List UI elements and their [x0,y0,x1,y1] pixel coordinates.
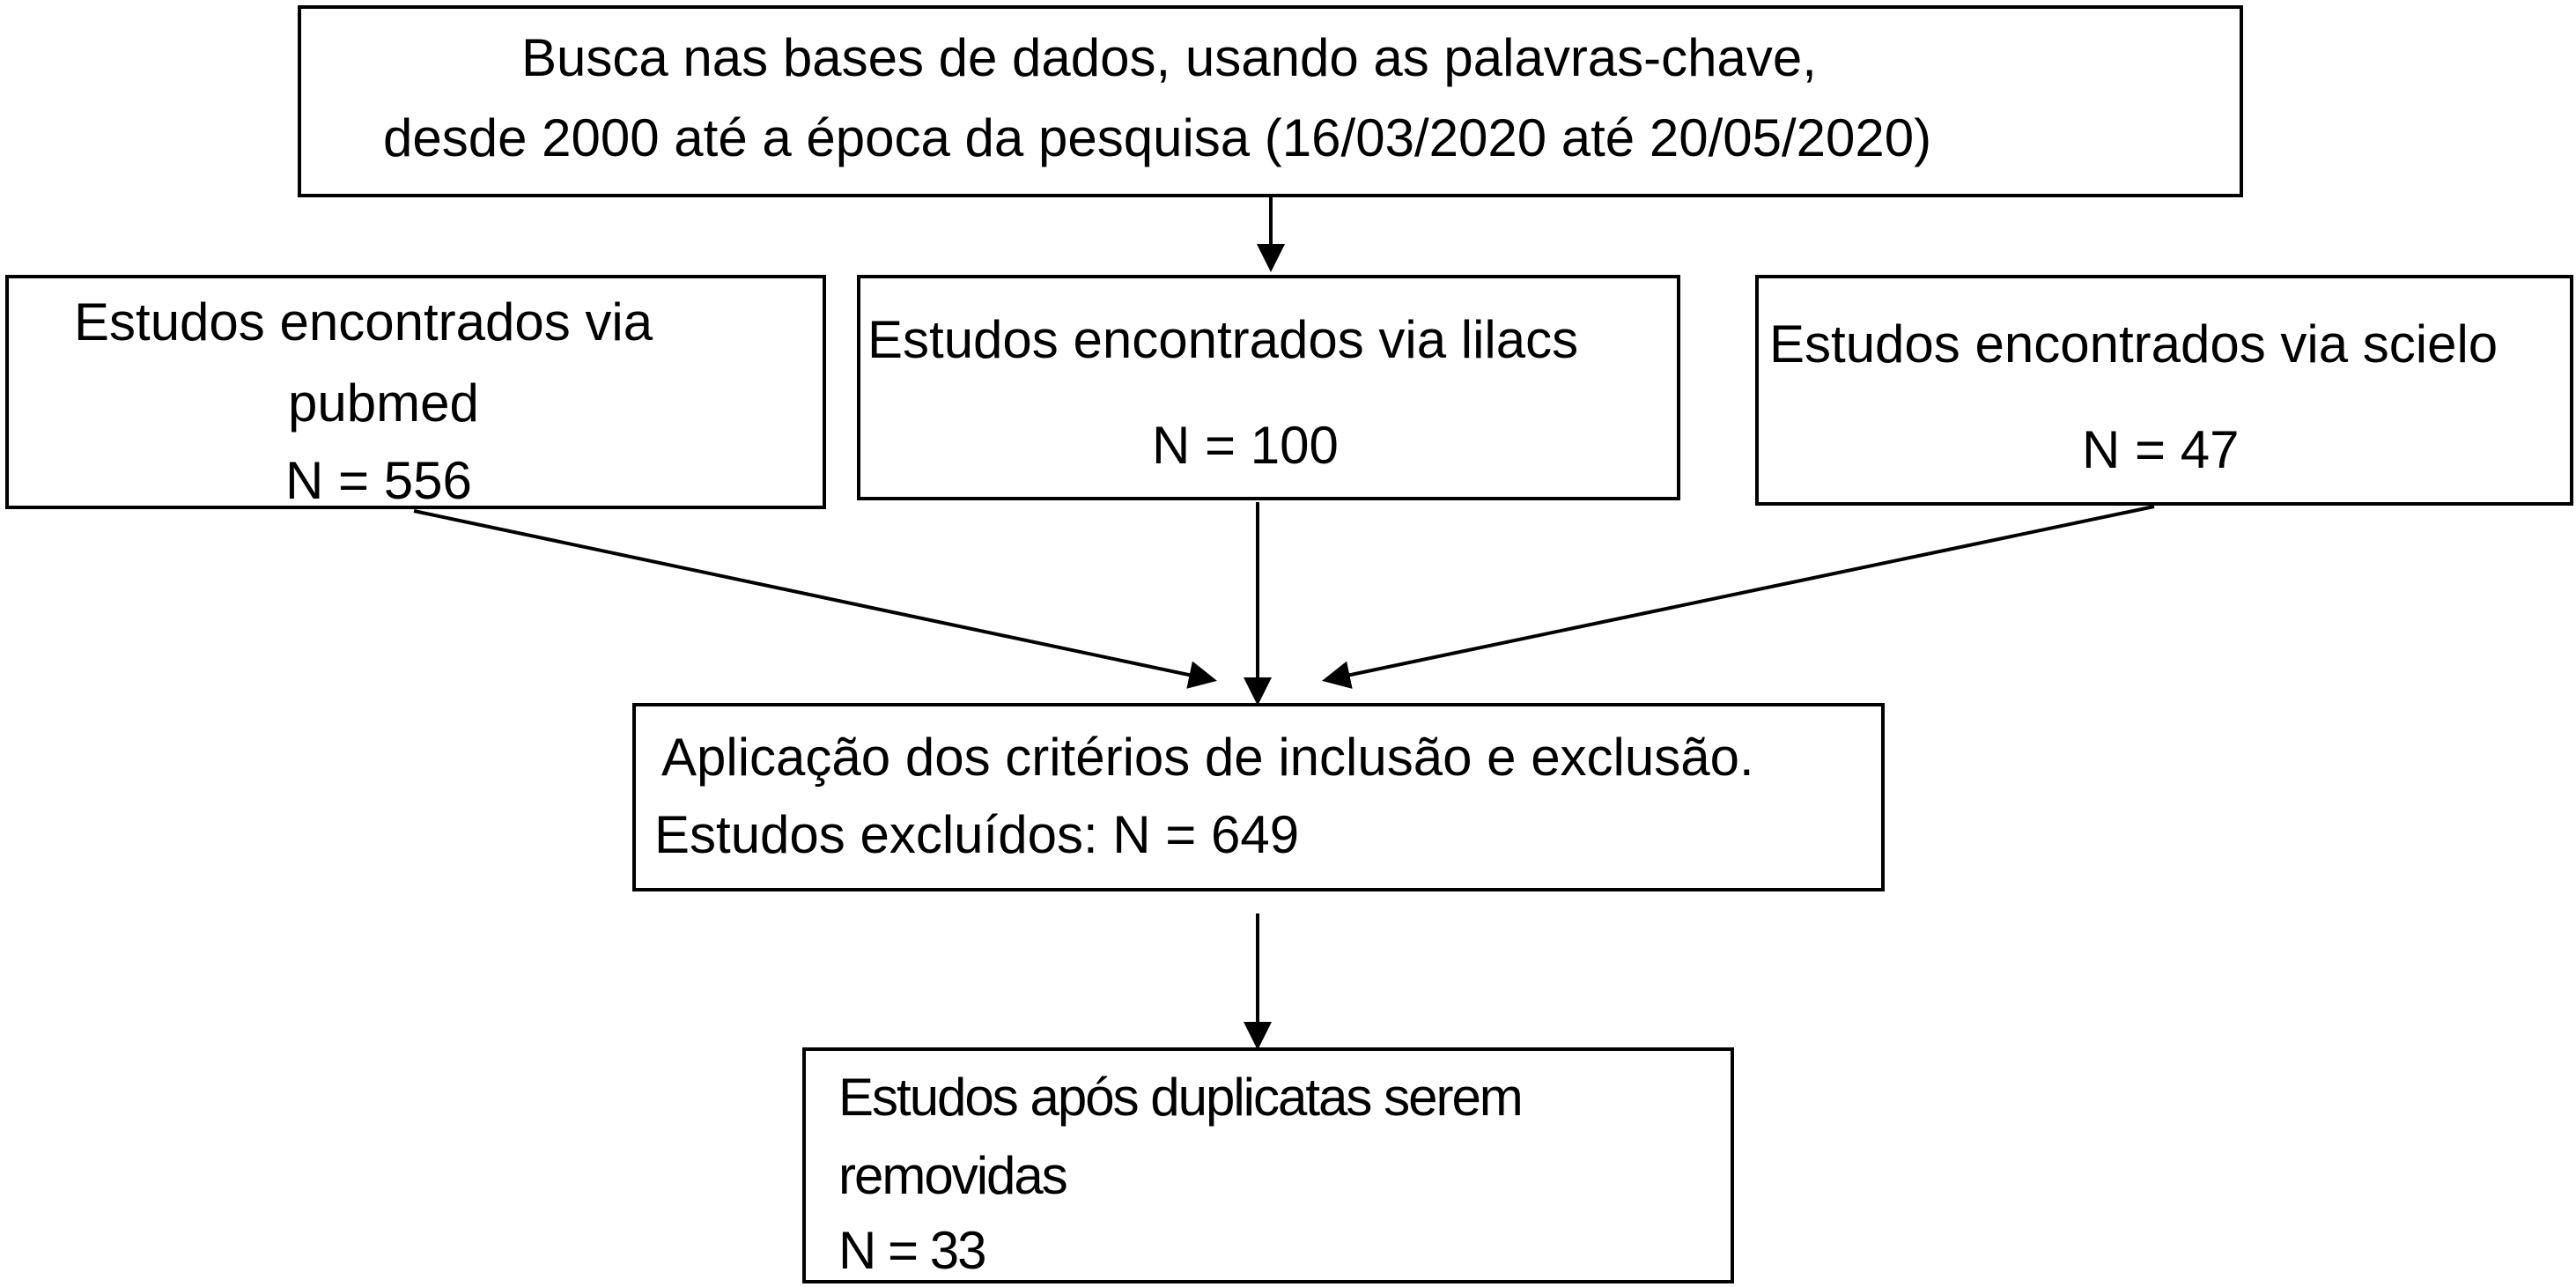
final-line-2: removidas [838,1146,1068,1205]
final-line-1: Estudos após duplicatas serem [838,1068,1524,1127]
pubmed-line-2: pubmed [288,374,479,433]
arrow-scielo-to-criteria [1322,505,2155,689]
search-line-2: desde 2000 até a época da pesquisa (16/0… [383,108,1932,167]
pubmed-box: Estudos encontrados via pubmed N = 556 [5,275,826,509]
criteria-line-2: Estudos excluídos: N = 649 [654,805,1300,864]
search-box: Busca nas bases de dados, usando as pala… [298,5,2243,197]
search-line-1: Busca nas bases de dados, usando as pala… [521,28,1817,87]
criteria-line-1: Aplicação dos critérios de inclusão e ex… [661,728,1754,787]
lilacs-line-1: Estudos encontrados via lilacs [867,310,1579,369]
criteria-box: Aplicação dos critérios de inclusão e ex… [632,703,1885,891]
pubmed-line-1: Estudos encontrados via [74,292,653,351]
lilacs-count: N = 100 [1152,416,1339,475]
arrow-pubmed-to-criteria [413,509,1217,689]
pubmed-count: N = 556 [285,451,472,510]
scielo-box: Estudos encontrados via scielo N = 47 [1755,275,2573,506]
final-box: Estudos após duplicatas serem removidas … [802,1047,1734,1283]
scielo-line-1: Estudos encontrados via scielo [1769,314,2498,374]
scielo-count: N = 47 [2082,420,2240,479]
final-count: N = 33 [838,1221,986,1280]
lilacs-box: Estudos encontrados via lilacs N = 100 [857,275,1680,500]
